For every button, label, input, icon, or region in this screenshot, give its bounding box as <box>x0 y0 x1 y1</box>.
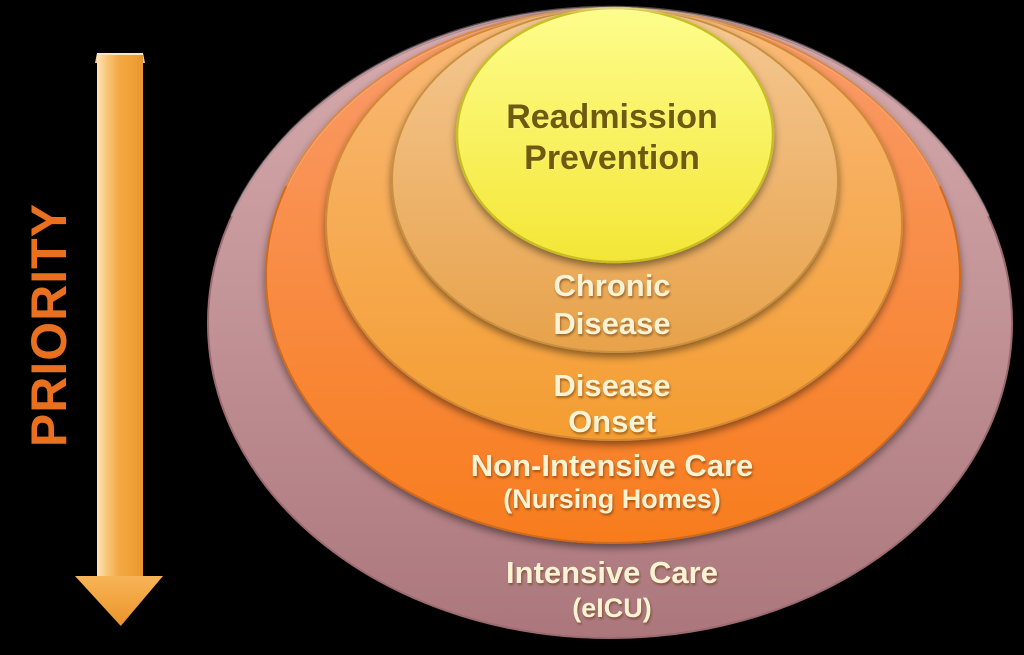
ring-readmission-prevention <box>455 6 775 264</box>
label-line: Onset <box>568 404 656 439</box>
label-line: Readmission <box>506 98 718 136</box>
label-chronic-disease: Chronic Disease <box>553 267 670 343</box>
label-line: Prevention <box>524 139 700 177</box>
label-line: (eICU) <box>572 593 652 623</box>
arrow-shaft <box>97 55 143 578</box>
label-disease-onset: Disease Onset <box>553 368 670 440</box>
label-line: Chronic <box>553 268 671 303</box>
label-intensive-care: Intensive Care (eICU) <box>506 555 718 626</box>
label-line: Intensive Care <box>506 555 718 590</box>
label-non-intensive-care: Non-Intensive Care (Nursing Homes) <box>471 448 754 516</box>
label-line: Disease <box>553 368 671 403</box>
label-line: (Nursing Homes) <box>503 484 721 514</box>
gloss-highlight-outer <box>230 5 990 217</box>
label-line: Disease <box>553 306 671 341</box>
label-line: Non-Intensive Care <box>470 448 754 483</box>
priority-axis-label: PRIORITY <box>21 202 77 448</box>
label-readmission-prevention: Readmission Prevention <box>506 97 718 179</box>
gloss-highlight-inner <box>285 8 941 187</box>
